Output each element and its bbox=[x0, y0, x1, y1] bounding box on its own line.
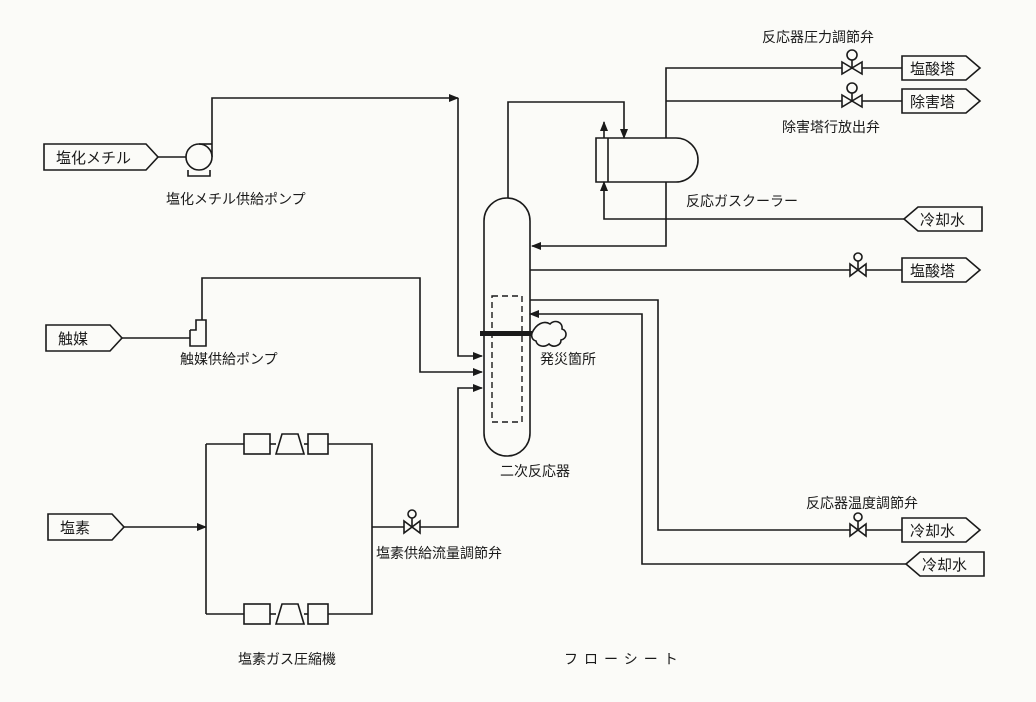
catalyst-pump bbox=[189, 319, 207, 347]
label-chlorine-compressor: 塩素ガス圧縮機 bbox=[238, 652, 336, 668]
svg-text:触媒: 触媒 bbox=[58, 330, 88, 348]
label-methyl-chloride-pump: 塩化メチル供給ポンプ bbox=[166, 192, 306, 208]
dest-tag-cooling-water-out: 冷却水 bbox=[901, 517, 982, 543]
svg-text:冷却水: 冷却水 bbox=[922, 556, 967, 574]
fire-location-marker bbox=[480, 320, 567, 347]
chlorine-compressor-top bbox=[243, 433, 329, 455]
svg-text:塩化メチル: 塩化メチル bbox=[56, 149, 131, 167]
svg-text:冷却水: 冷却水 bbox=[910, 522, 955, 540]
label-secondary-reactor: 二次反応器 bbox=[500, 464, 570, 480]
svg-text:塩素: 塩素 bbox=[60, 519, 90, 537]
diagram-title: フローシート bbox=[564, 652, 684, 668]
source-tag-methyl-chloride: 塩化メチル bbox=[43, 143, 160, 171]
source-tag-cooling-water-jacket: 冷却水 bbox=[904, 551, 985, 577]
label-chlorine-flow-valve: 塩素供給流量調節弁 bbox=[376, 545, 502, 562]
source-tag-catalyst: 触媒 bbox=[45, 324, 124, 352]
label-reactor-pressure-valve: 反応器圧力調節弁 bbox=[762, 29, 874, 46]
source-tag-chlorine: 塩素 bbox=[47, 513, 126, 541]
hcl-line-valve bbox=[849, 252, 867, 278]
chlorine-flow-valve bbox=[403, 509, 421, 535]
label-abatement-discharge-valve: 除害塔行放出弁 bbox=[782, 120, 880, 136]
reactor-pressure-valve bbox=[841, 49, 863, 76]
label-catalyst-pump: 触媒供給ポンプ bbox=[180, 352, 278, 368]
label-reaction-gas-cooler: 反応ガスクーラー bbox=[686, 194, 798, 210]
abatement-discharge-valve bbox=[841, 82, 863, 109]
svg-text:塩酸塔: 塩酸塔 bbox=[910, 60, 955, 78]
dest-tag-abatement-tower: 除害塔 bbox=[901, 88, 982, 114]
label-fire-location: 発災箇所 bbox=[540, 351, 596, 368]
svg-text:除害塔: 除害塔 bbox=[910, 93, 955, 111]
svg-text:冷却水: 冷却水 bbox=[920, 211, 965, 229]
dest-tag-hcl-tower-top: 塩酸塔 bbox=[901, 55, 982, 81]
piping bbox=[122, 67, 906, 615]
reactor-temp-valve bbox=[849, 512, 867, 538]
methyl-chloride-pump bbox=[185, 143, 213, 177]
label-reactor-temp-valve: 反応器温度調節弁 bbox=[806, 495, 918, 512]
source-tag-cooling-water-cooler: 冷却水 bbox=[902, 206, 983, 232]
chlorine-compressor-bottom bbox=[243, 603, 329, 625]
reaction-gas-cooler bbox=[595, 137, 699, 183]
secondary-reactor bbox=[483, 197, 531, 457]
svg-text:塩酸塔: 塩酸塔 bbox=[910, 262, 955, 280]
dest-tag-hcl-tower-mid: 塩酸塔 bbox=[901, 257, 982, 283]
